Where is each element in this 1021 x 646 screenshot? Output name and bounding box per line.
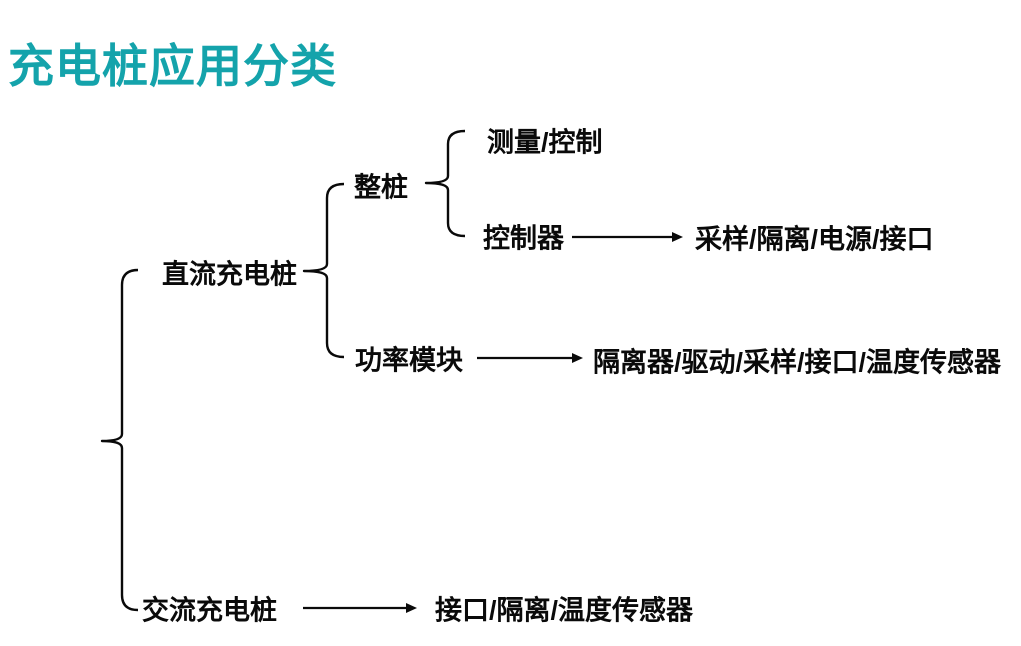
brace-dc-children [302, 182, 345, 359]
node-measure-control: 测量/控制 [487, 127, 603, 158]
node-ac-components: 接口/隔离/温度传感器 [435, 595, 694, 626]
node-power-module: 功率模块 [355, 345, 463, 376]
node-whole-pile: 整桩 [354, 172, 408, 203]
page-title: 充电桩应用分类 [8, 40, 337, 92]
brace-root [100, 268, 139, 612]
node-controller: 控制器 [483, 223, 564, 254]
brace-whole-pile-children [424, 129, 466, 238]
node-controller-components: 采样/隔离/电源/接口 [695, 224, 934, 255]
node-dc-pile: 直流充电桩 [162, 259, 297, 290]
node-power-module-components: 隔离器/驱动/采样/接口/温度传感器 [593, 347, 1002, 378]
node-ac-pile: 交流充电桩 [142, 595, 277, 626]
